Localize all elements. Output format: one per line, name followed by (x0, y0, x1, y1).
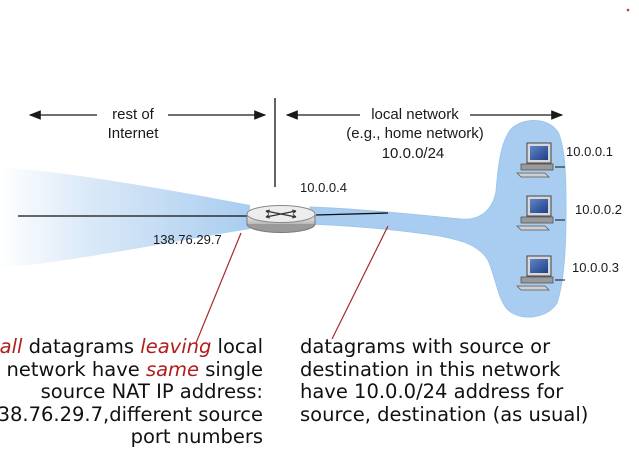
host-computer-2 (516, 195, 565, 231)
desktop-computer-icon (520, 163, 554, 171)
caption-text: datagrams (22, 335, 141, 358)
corner-dot (626, 8, 630, 12)
desktop-computer-icon (520, 216, 554, 224)
caption-text: network have (6, 357, 146, 381)
left-caption: all datagrams leaving local network have… (0, 335, 263, 449)
subnet-label: 10.0.0/24 (382, 145, 445, 162)
right-caption-line-3: have 10.0.0/24 address for (300, 380, 564, 403)
right-caption-line-4: source, destination (as usual) (300, 402, 589, 426)
right-caption-line-2: destination in this network (300, 357, 561, 381)
left-caption-line-4: 138.76.29.7,different source (0, 402, 263, 426)
host2-ip-label: 10.0.0.2 (575, 202, 622, 217)
emphasis-all: all (0, 335, 23, 358)
host-computer-3 (516, 255, 565, 291)
local-network-label: local network (371, 106, 459, 123)
left-caption-line-3: source NAT IP address: (40, 380, 263, 403)
internet-label: Internet (108, 125, 160, 142)
caption-text: local (211, 335, 263, 358)
host-computer-1 (516, 142, 565, 178)
router-lan-ip-label: 10.0.0.4 (300, 180, 347, 195)
router-icon (246, 205, 316, 233)
left-caption-line-2: network have same single (0, 357, 263, 382)
local-network-cloud (309, 120, 567, 318)
right-caption-line-1: datagrams with source or (300, 335, 551, 358)
host1-ip-label: 10.0.0.1 (566, 144, 613, 159)
left-caption-line-5: port numbers (130, 425, 263, 448)
internet-cloud (0, 167, 250, 268)
home-network-label: (e.g., home network) (346, 125, 484, 142)
emphasis-leaving: leaving (140, 335, 212, 358)
router-wan-ip-label: 138.76.29.7 (153, 232, 222, 247)
lan-link (315, 212, 389, 216)
emphasis-same: same (145, 357, 200, 381)
desktop-computer-icon (520, 276, 554, 284)
pointer-line-left (195, 232, 242, 344)
pointer-line-right (331, 225, 389, 340)
rest-of-label: rest of (112, 106, 155, 123)
right-caption: datagrams with source or destination in … (300, 335, 589, 426)
caption-text: single (199, 357, 263, 381)
host3-ip-label: 10.0.0.3 (572, 260, 619, 275)
left-caption-line-1: all datagrams leaving local (0, 335, 263, 359)
